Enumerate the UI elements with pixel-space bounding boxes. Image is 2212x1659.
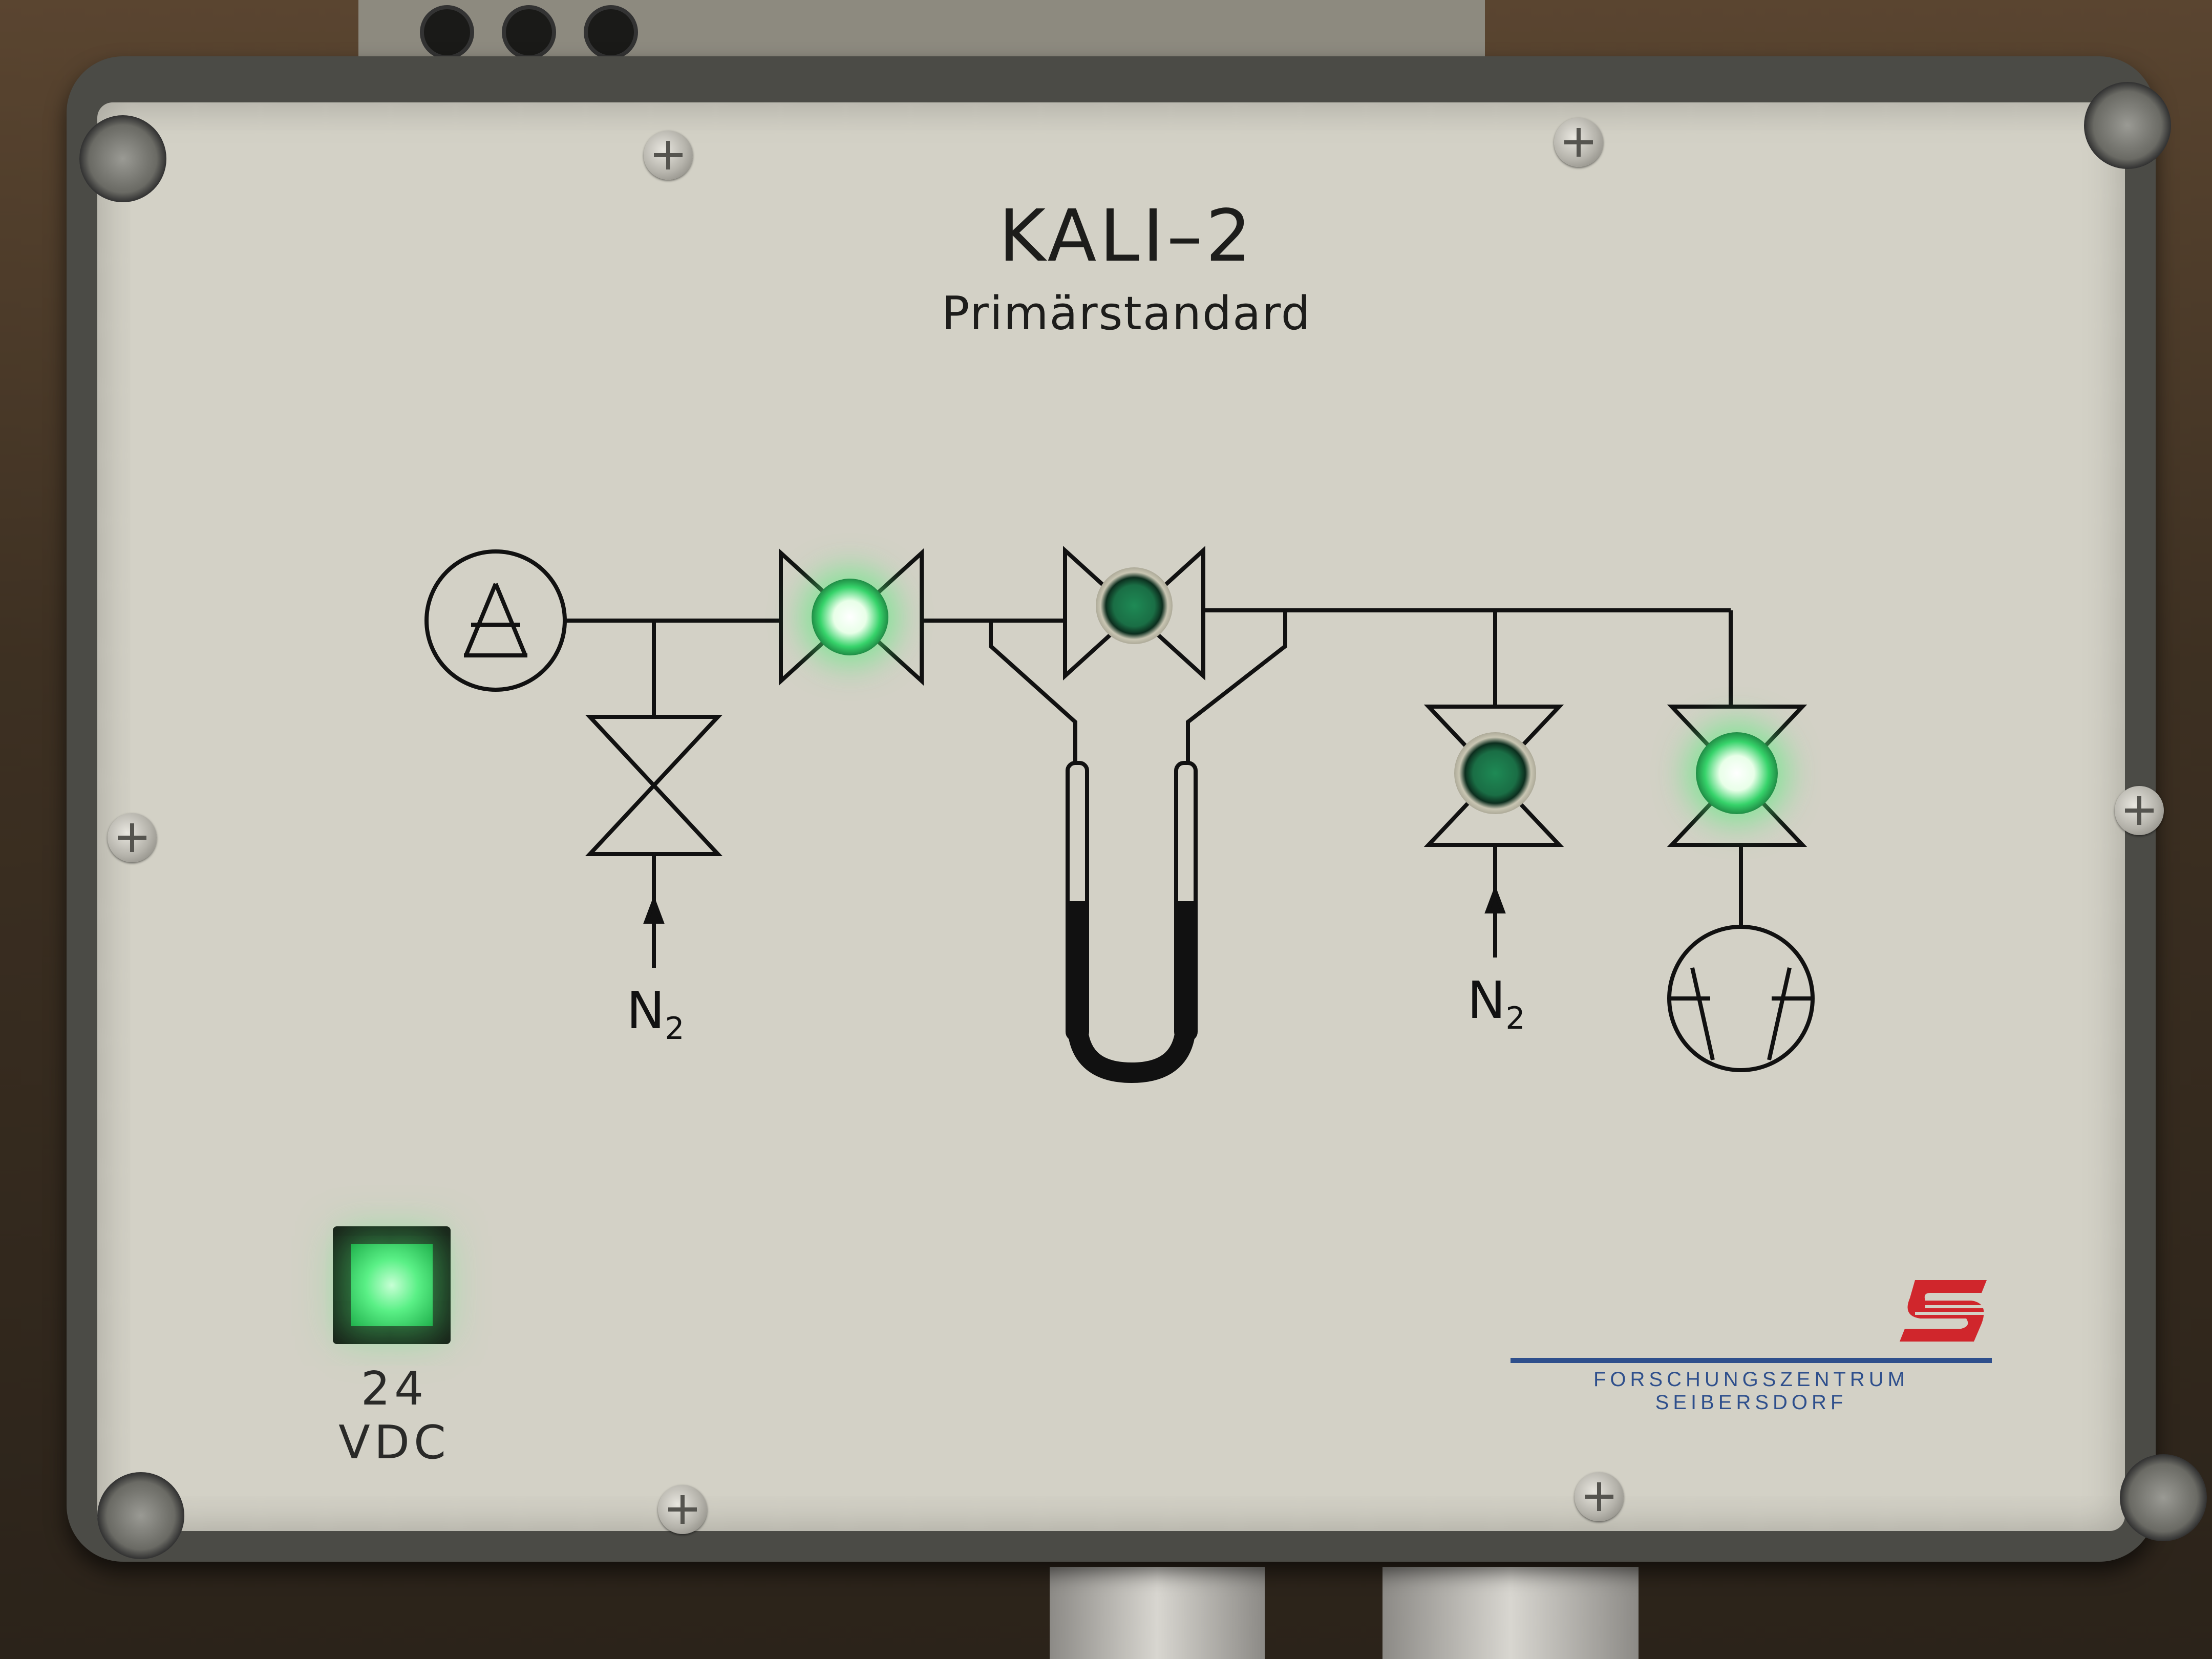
logo-icon bbox=[1900, 1280, 1994, 1342]
screw-icon bbox=[108, 813, 157, 862]
pressure-gauge-icon bbox=[424, 549, 567, 692]
screw-icon bbox=[1554, 118, 1603, 167]
brand-name: FORSCHUNGSZENTRUM SEIBERSDORF bbox=[1593, 1368, 1909, 1414]
valve-2-indicator[interactable] bbox=[1096, 567, 1173, 644]
n2-label-left: N2 bbox=[626, 981, 685, 1047]
power-led-light bbox=[351, 1244, 433, 1326]
panel-title: KALI–2 bbox=[998, 195, 1254, 278]
panel-subtitle: Primärstandard bbox=[942, 287, 1311, 341]
valve-1-indicator[interactable] bbox=[812, 579, 888, 655]
vacuum-pump-icon bbox=[1667, 925, 1815, 1072]
screw-icon bbox=[658, 1485, 707, 1534]
screw-icon bbox=[1575, 1472, 1624, 1521]
bottom-pipe bbox=[1050, 1567, 1265, 1659]
n2-label-right: N2 bbox=[1467, 970, 1525, 1036]
manometer-fluid bbox=[1067, 901, 1196, 1083]
screw-icon bbox=[644, 131, 693, 180]
valve-3-indicator[interactable] bbox=[1454, 732, 1536, 814]
valve-4-indicator[interactable] bbox=[1696, 732, 1778, 814]
connector-icon bbox=[502, 5, 556, 59]
corner-screw-icon bbox=[2120, 1454, 2207, 1541]
corner-screw-icon bbox=[97, 1472, 184, 1559]
screw-icon bbox=[2115, 786, 2164, 835]
bottom-pipe bbox=[1382, 1567, 1639, 1659]
valve-icon bbox=[585, 715, 723, 856]
corner-screw-icon bbox=[2084, 82, 2171, 169]
power-label: 24 VDC bbox=[338, 1362, 450, 1470]
brand-divider bbox=[1511, 1358, 1992, 1363]
corner-screw-icon bbox=[79, 115, 166, 202]
power-indicator[interactable] bbox=[333, 1226, 451, 1344]
